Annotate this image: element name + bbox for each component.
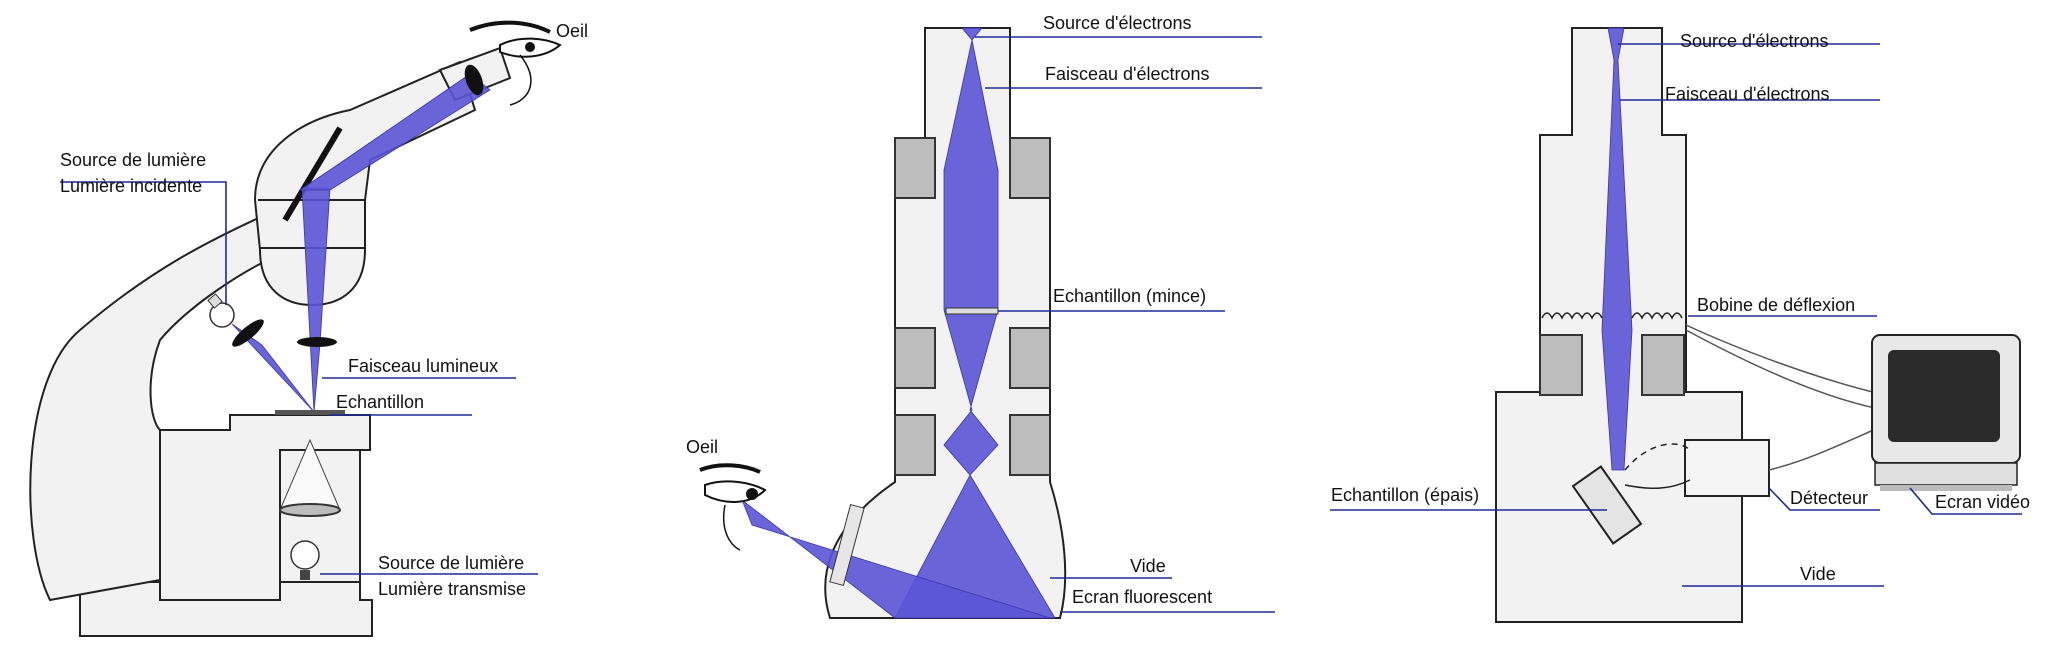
condenser-lens xyxy=(279,503,341,517)
eyepiece-lens xyxy=(464,64,484,96)
label-sem-deflection-coil: Bobine de déflexion xyxy=(1697,295,1855,315)
objective-lens xyxy=(297,337,337,347)
sem-thick-sample xyxy=(1571,465,1643,545)
label-sem-video-screen: Ecran vidéo xyxy=(1935,492,2030,512)
label-sem-vacuum: Vide xyxy=(1800,564,1836,584)
label-eye: Oeil xyxy=(556,21,588,41)
label-tem-electron-source: Source d'électrons xyxy=(1043,13,1192,33)
bulb-incident-icon xyxy=(207,293,235,328)
sem-lens xyxy=(1539,334,1685,396)
label-incident-light: Lumière incidente xyxy=(60,176,202,196)
label-transmitted-light: Lumière transmise xyxy=(378,579,526,599)
label-tem-electron-beam: Faisceau d'électrons xyxy=(1045,64,1210,84)
sem-beam xyxy=(1601,27,1633,471)
sem-detector xyxy=(1684,439,1770,497)
label-tem-fluorescent-screen: Ecran fluorescent xyxy=(1072,587,1212,607)
label-light-source-top: Source de lumière xyxy=(60,150,206,170)
label-sem-thick-sample: Echantillon (épais) xyxy=(1331,485,1479,505)
bulb-transmitted-icon xyxy=(290,540,320,580)
label-sem-detector: Détecteur xyxy=(1790,488,1868,508)
microscope-arm xyxy=(29,213,292,602)
tem-thin-sample xyxy=(945,307,999,315)
sample-slide xyxy=(275,410,345,415)
incident-lens xyxy=(232,319,264,347)
label-tem-vacuum: Vide xyxy=(1130,556,1166,576)
label-sem-electron-beam: Faisceau d'électrons xyxy=(1665,84,1830,104)
deflection-coil xyxy=(1541,312,1683,320)
label-sem-electron-source: Source d'électrons xyxy=(1680,31,1829,51)
microscope-stage xyxy=(159,414,371,601)
tem-viewing-window xyxy=(829,503,865,587)
label-sample: Echantillon xyxy=(336,392,424,412)
tem-beam xyxy=(894,27,1056,619)
transmission-em: Source d'électrons Faisceau d'électrons … xyxy=(686,13,1275,619)
tem-lens-1 xyxy=(894,137,1051,199)
label-light-beam: Faisceau lumineux xyxy=(348,356,498,376)
label-tem-eye: Oeil xyxy=(686,437,718,457)
tem-column xyxy=(824,27,1067,619)
label-light-source-bottom: Source de lumière xyxy=(378,553,524,573)
tem-lens-2 xyxy=(894,327,1051,389)
eye-icon xyxy=(469,20,562,106)
tem-eye-icon xyxy=(699,463,767,551)
tem-lens-3 xyxy=(894,414,1051,476)
label-tem-thin-sample: Echantillon (mince) xyxy=(1053,286,1206,306)
mirror xyxy=(282,126,343,222)
video-monitor-icon xyxy=(1871,334,2021,491)
optical-microscope: Oeil Source de lumière Lumière incidente… xyxy=(29,20,588,637)
scanning-em: Source d'électrons Faisceau d'électrons … xyxy=(1330,27,2030,623)
